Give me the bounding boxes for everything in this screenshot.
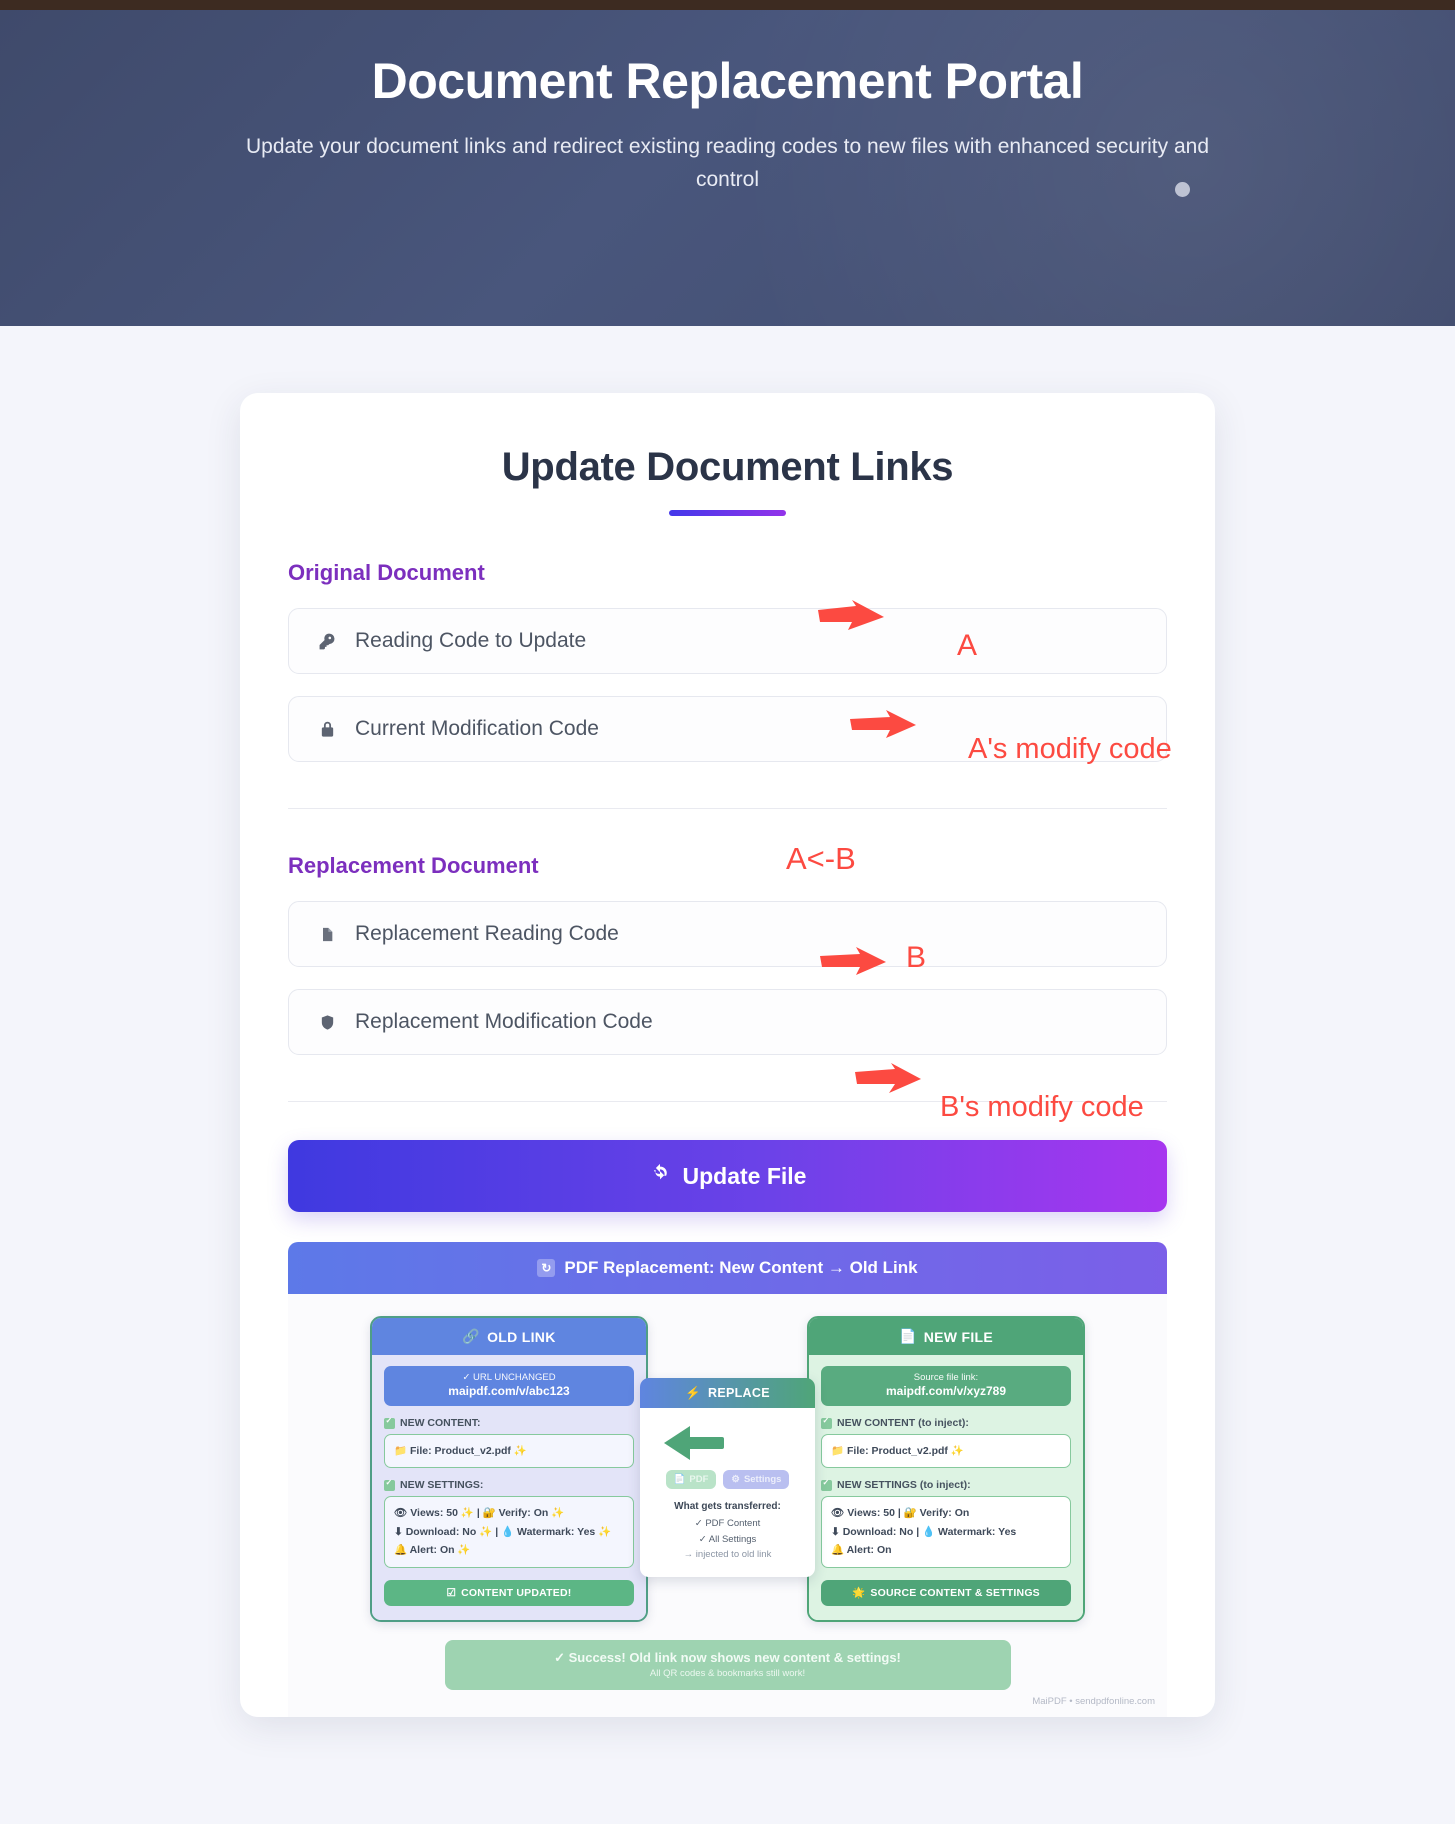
old-status-text: CONTENT UPDATED! [461,1586,572,1599]
check-icon [821,1478,832,1491]
page-subtitle: Update your document links and redirect … [245,135,1210,191]
old-content-label: NEW CONTENT: [400,1417,481,1429]
new-file-title-bar: 📄 NEW FILE [809,1318,1083,1355]
old-settings-line: ⬇ Download: No ✨ | 💧 Watermark: Yes ✨ [394,1525,612,1538]
bolt-icon: ⚡ [685,1385,702,1400]
old-content-value: 📁 File: Product_v2.pdf ✨ [384,1434,634,1469]
update-form-card: Update Document Links Original Document … [240,393,1215,1717]
transfer-line: ✓ All Settings [698,1533,757,1545]
check-icon [384,1416,395,1429]
replacement-modification-code-placeholder: Replacement Modification Code [355,1010,653,1033]
infographic-header: ↻ PDF Replacement: New Content → Old Lin… [288,1242,1167,1294]
new-settings-label: NEW SETTINGS (to inject): [837,1479,971,1492]
new-settings-line: 🔔 Alert: On [831,1544,892,1557]
current-modification-code-field[interactable]: Current Modification Code [288,696,1167,762]
refresh-icon [649,1162,671,1190]
replace-chip-settings: ⚙ Settings [723,1470,790,1489]
replace-chip-pdf: 📄 PDF [665,1470,717,1489]
infographic: ↻ PDF Replacement: New Content → Old Lin… [288,1242,1167,1717]
new-file-url: maipdf.com/v/xyz789 [885,1384,1007,1398]
replace-title: REPLACE [708,1386,770,1400]
old-settings-label: NEW SETTINGS: [400,1479,484,1492]
shield-icon [313,1013,341,1032]
old-settings-line: 👁 Views: 50 ✨ | 🔐 Verify: On ✨ [394,1507,565,1520]
section-divider-1 [288,808,1167,809]
document-icon [313,925,341,944]
old-settings-box: 👁 Views: 50 ✨ | 🔐 Verify: On ✨ ⬇ Downloa… [384,1496,634,1568]
old-link-title: OLD LINK [487,1328,556,1345]
update-file-label: Update File [682,1162,807,1189]
transfer-title: What gets transferred: [674,1501,781,1512]
check-icon [821,1416,832,1429]
transfer-line: ✓ PDF Content [694,1518,761,1529]
title-underline [669,510,786,516]
new-file-title: NEW FILE [923,1328,994,1345]
old-link-url-chip: ✓ URL UNCHANGED maipdf.com/v/abc123 [384,1366,634,1406]
replace-chip-settings-label: Settings [743,1474,782,1485]
new-content-label: NEW CONTENT (to inject): [837,1417,969,1429]
update-file-button[interactable]: Update File [288,1140,1167,1212]
replace-card: ⚡ REPLACE 📄 [640,1378,815,1578]
replace-title-bar: ⚡ REPLACE [640,1378,815,1408]
replace-chip-pdf-label: PDF [689,1474,709,1485]
old-status-banner: ☑ CONTENT UPDATED! [384,1579,634,1606]
new-file-url-note: Source file link: [913,1372,979,1383]
new-content-label-row: NEW CONTENT (to inject): [821,1416,1071,1429]
key-icon [313,632,341,651]
link-icon: 🔗 [462,1328,481,1344]
old-link-title-bar: 🔗 OLD LINK [372,1318,646,1355]
success-line-2: All QR codes & bookmarks still work! [649,1667,806,1679]
new-settings-line: 👁 Views: 50 | 🔐 Verify: On [831,1507,970,1520]
old-link-url-note: ✓ URL UNCHANGED [462,1372,556,1383]
check-icon [384,1478,395,1491]
star-icon: 🌟 [852,1587,866,1599]
new-settings-box: 👁 Views: 50 | 🔐 Verify: On ⬇ Download: N… [821,1496,1071,1568]
old-link-card: 🔗 OLD LINK ✓ URL UNCHANGED maipdf.com/v/… [370,1316,648,1622]
browser-chrome-strip [0,0,1455,10]
success-banner: ✓ Success! Old link now shows new conten… [444,1639,1011,1690]
original-document-label: Original Document [288,560,485,585]
lock-icon [313,720,341,739]
replacement-document-label: Replacement Document [288,853,539,878]
replace-arrow-icon [664,1426,690,1460]
page-title: Document Replacement Portal [371,53,1084,109]
form-title: Update Document Links [501,445,954,489]
document-icon: 📄 [673,1474,686,1485]
replace-arrow-tail [690,1437,724,1449]
new-source-text: SOURCE CONTENT & SETTINGS [870,1586,1040,1599]
new-file-card: 📄 NEW FILE Source file link: maipdf.com/… [807,1316,1085,1622]
replacement-modification-code-field[interactable]: Replacement Modification Code [288,989,1167,1055]
new-source-banner: 🌟 SOURCE CONTENT & SETTINGS [821,1579,1071,1606]
brand-footer: MaiPDF • sendpdfonline.com [1032,1695,1155,1707]
infographic-header-text: PDF Replacement: New Content → Old Link [564,1258,918,1277]
transfer-line: → injected to old link [683,1549,772,1561]
reading-code-placeholder: Reading Code to Update [355,629,587,652]
new-settings-label-row: NEW SETTINGS (to inject): [821,1478,1071,1492]
section-divider-2 [288,1101,1167,1102]
old-settings-line: 🔔 Alert: On ✨ [394,1544,471,1557]
decorative-bubble [1175,182,1190,197]
old-content-label-row: NEW CONTENT: [384,1416,634,1429]
check-icon: ☑ [446,1586,457,1599]
reading-code-field[interactable]: Reading Code to Update [288,608,1167,674]
gear-icon: ⚙ [731,1474,740,1485]
replacement-reading-code-field[interactable]: Replacement Reading Code [288,901,1167,967]
hero-banner: Document Replacement Portal Update your … [0,10,1455,326]
page-root: Document Replacement Portal Update your … [0,0,1455,1717]
refresh-icon: ↻ [537,1259,556,1277]
new-settings-line: ⬇ Download: No | 💧 Watermark: Yes [831,1525,1017,1538]
new-file-url-chip: Source file link: maipdf.com/v/xyz789 [821,1366,1071,1406]
old-link-url: maipdf.com/v/abc123 [448,1384,570,1398]
document-icon: 📄 [898,1328,917,1344]
new-content-value: 📁 File: Product_v2.pdf ✨ [821,1434,1071,1469]
success-line-1: ✓ Success! Old link now shows new conten… [554,1649,901,1665]
old-settings-label-row: NEW SETTINGS: [384,1478,634,1492]
replacement-reading-code-placeholder: Replacement Reading Code [355,922,619,945]
current-modification-code-placeholder: Current Modification Code [355,717,599,740]
